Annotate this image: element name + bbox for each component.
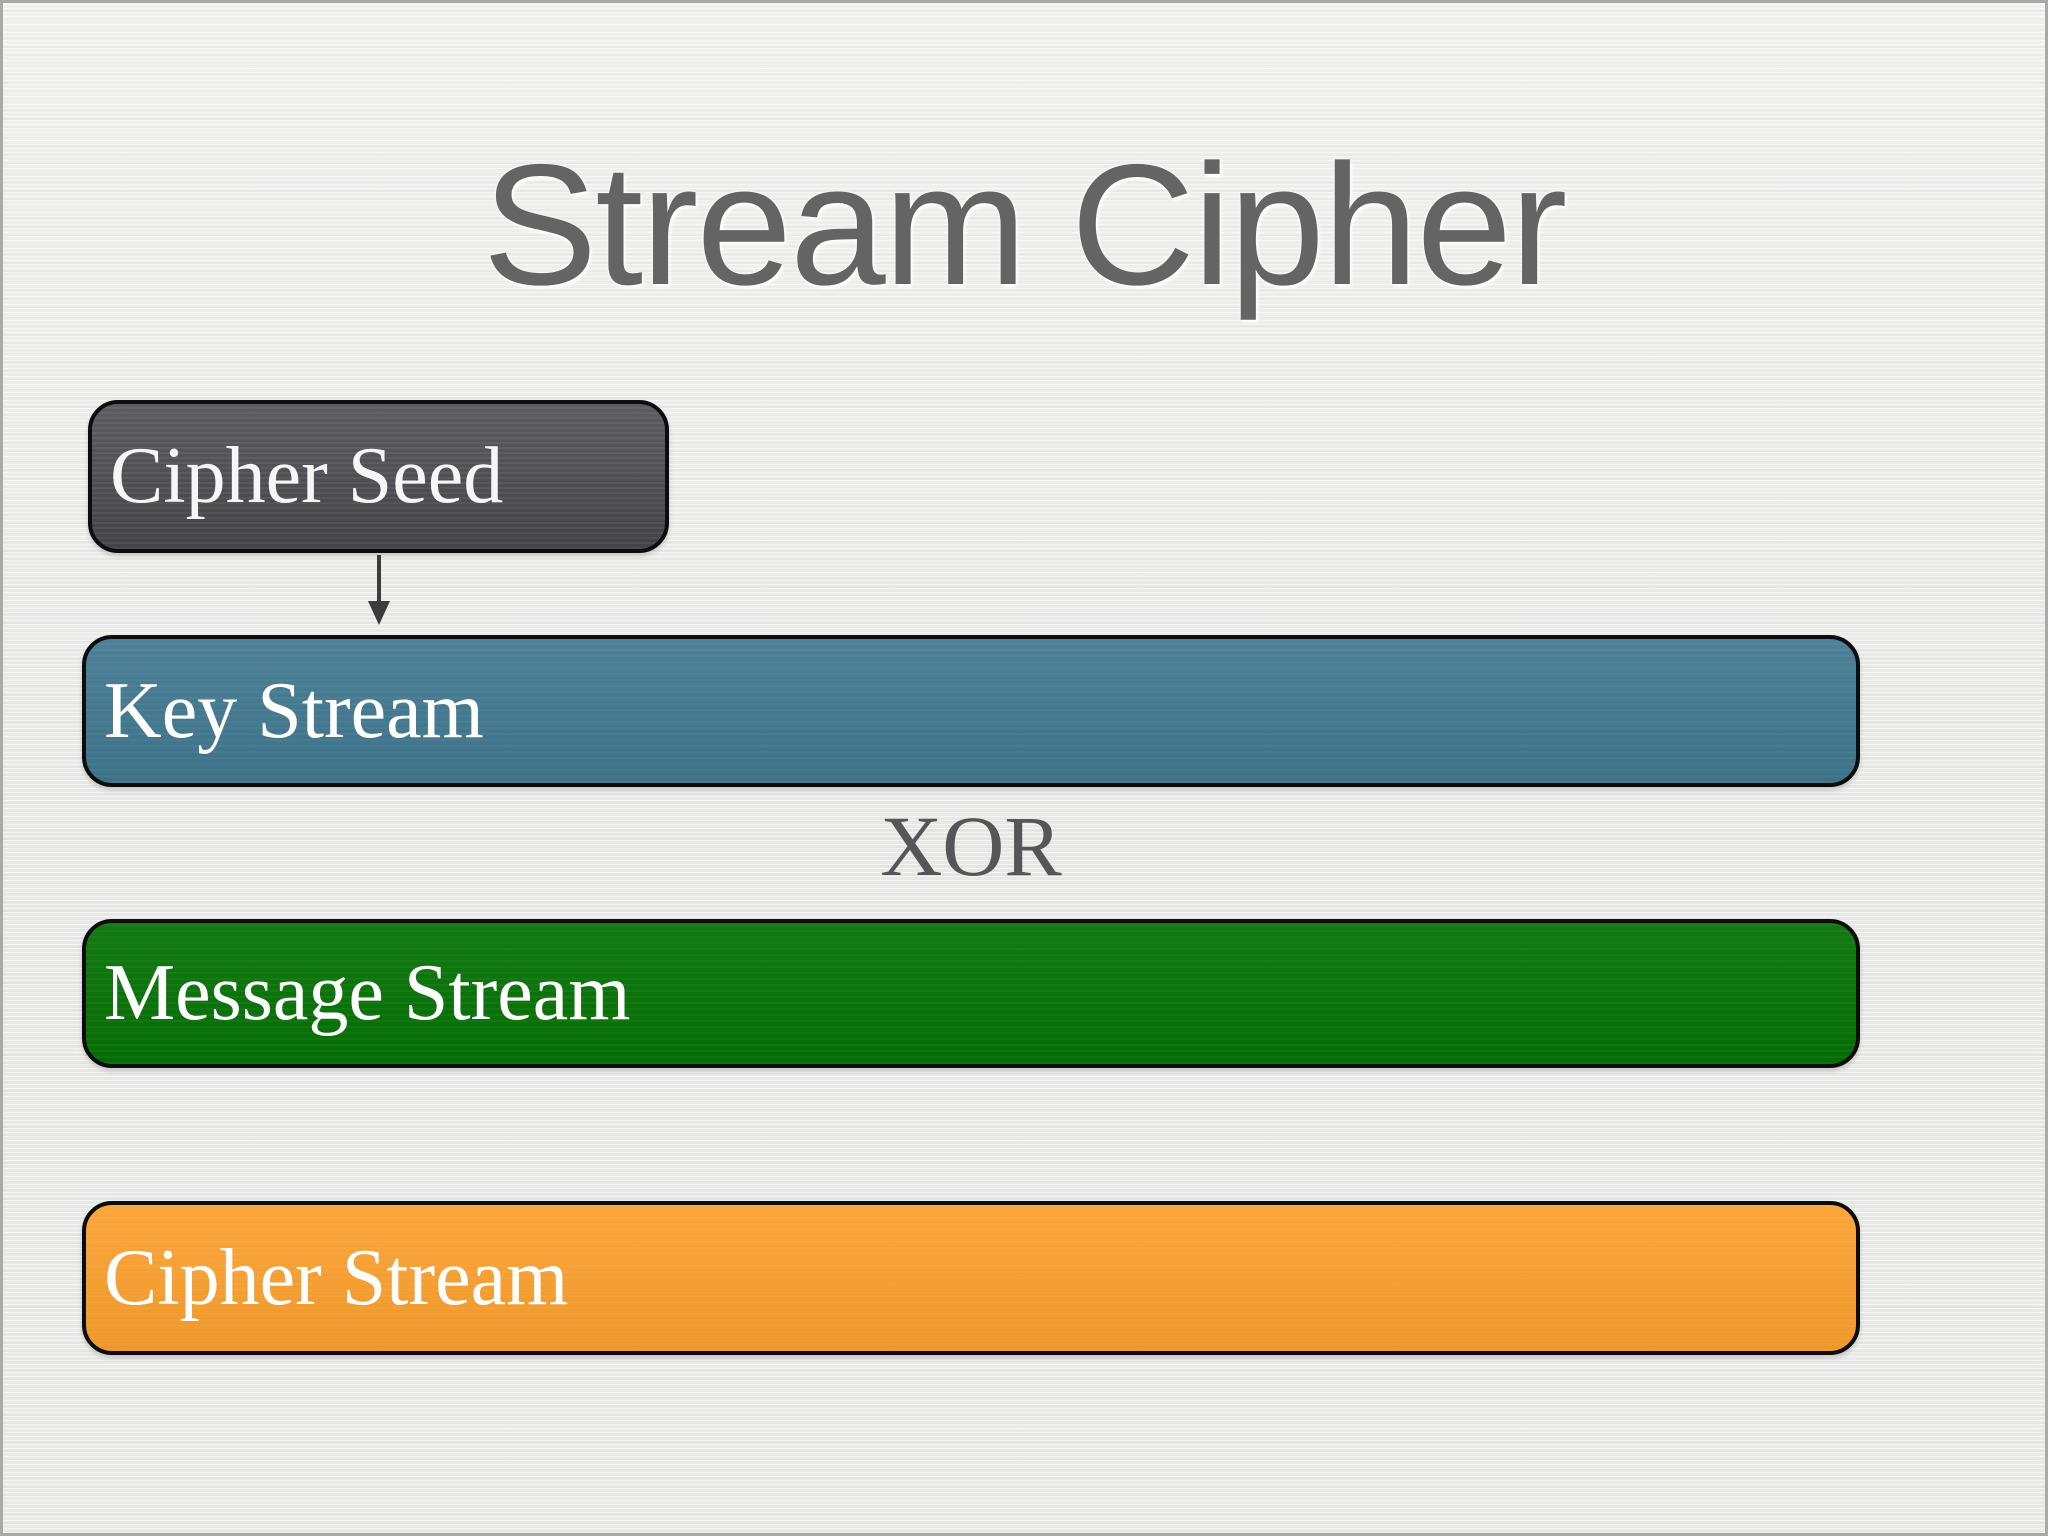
slide-title: Stream Cipher — [482, 129, 1568, 321]
message-stream-bar: Message Stream — [82, 919, 1860, 1068]
key-stream-label: Key Stream — [104, 666, 484, 755]
xor-label: XOR — [880, 798, 1062, 894]
message-stream-label: Message Stream — [104, 949, 631, 1037]
cipher-seed-box: Cipher Seed — [88, 400, 669, 553]
down-arrow-icon — [360, 555, 400, 625]
key-stream-bar: Key Stream — [82, 635, 1860, 787]
cipher-stream-bar: Cipher Stream — [82, 1201, 1860, 1355]
cipher-seed-label: Cipher Seed — [110, 432, 504, 520]
cipher-stream-label: Cipher Stream — [104, 1233, 569, 1322]
